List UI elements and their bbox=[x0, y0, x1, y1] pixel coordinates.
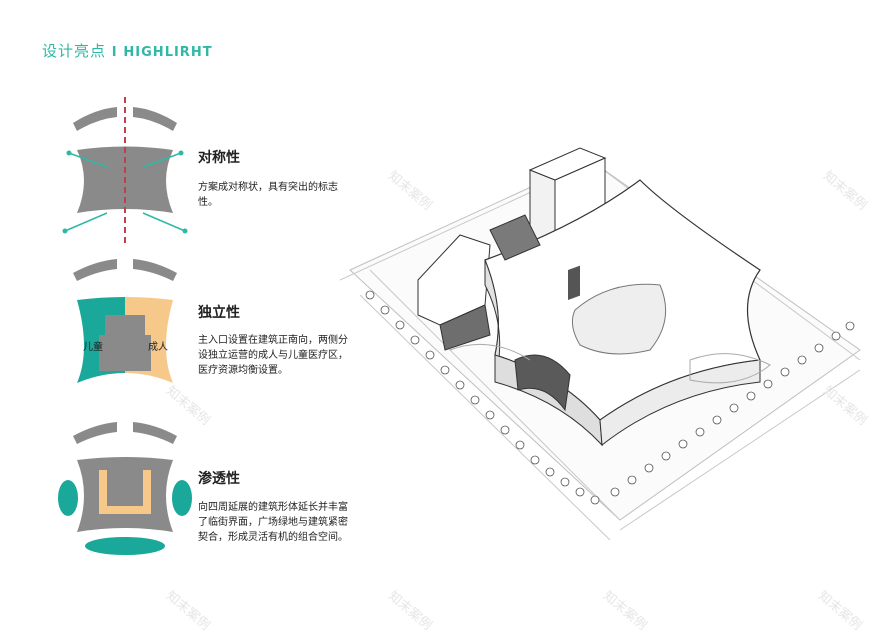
page-header: 设计亮点 I HIGHLIRHT bbox=[42, 40, 213, 61]
section-2-body: 主入口设置在建筑正南向，两侧分设独立运营的成人与儿童医疗区，医疗资源均衡设置。 bbox=[198, 335, 348, 376]
bottom-plaza bbox=[85, 537, 165, 555]
permeable-core bbox=[77, 457, 173, 532]
right-green bbox=[172, 480, 192, 516]
watermark-7: 知末案例 bbox=[599, 588, 650, 634]
section-2-title: 独立性 bbox=[198, 305, 240, 321]
permeability-diagram bbox=[58, 422, 192, 555]
header-highlight: HIGHLIRHT bbox=[123, 45, 213, 60]
tree-row-right bbox=[610, 321, 855, 497]
arrow-head-ul bbox=[66, 150, 72, 156]
street-lower bbox=[359, 294, 861, 541]
top-arc-left bbox=[73, 259, 117, 281]
independence-diagram: 儿童 成人 bbox=[73, 259, 177, 383]
top-arc-right bbox=[133, 259, 177, 281]
arrow-ul bbox=[68, 152, 108, 168]
left-wing-shadow bbox=[439, 304, 491, 351]
plaza-ring-right bbox=[689, 353, 771, 384]
north-court-shadow bbox=[489, 214, 541, 261]
section-3-body: 向四周延展的建筑形体延长并丰富了临街界面，广场绿地与建筑紧密契合，形成灵活有机的… bbox=[198, 502, 348, 543]
section-1-title: 对称性 bbox=[198, 150, 240, 166]
tower-top bbox=[528, 147, 607, 181]
adult-label: 成人 bbox=[148, 341, 168, 353]
children-label: 儿童 bbox=[83, 340, 103, 353]
symmetry-diagram bbox=[62, 97, 188, 245]
left-green bbox=[58, 480, 78, 516]
section-1-body: 方案成对称状，具有突出的标志性。 bbox=[198, 182, 338, 208]
header-title: 设计亮点 bbox=[42, 42, 107, 60]
main-right-facade bbox=[599, 359, 761, 446]
central-skylight bbox=[571, 283, 667, 355]
header-separator: I bbox=[111, 45, 118, 60]
top-arc-right bbox=[133, 422, 177, 444]
entrance-cut bbox=[514, 354, 571, 412]
arrow-head-lr bbox=[182, 228, 188, 234]
axonometric-building bbox=[340, 147, 861, 541]
arrow-lr bbox=[142, 212, 186, 232]
arrow-head-ll bbox=[62, 228, 68, 234]
arrow-head-ur bbox=[178, 150, 184, 156]
section-3-title: 渗透性 bbox=[198, 471, 240, 487]
courtyard-outline bbox=[99, 470, 151, 514]
top-arc-left bbox=[73, 107, 117, 131]
arrow-ur bbox=[142, 152, 182, 168]
top-arc-left bbox=[73, 422, 117, 444]
top-arc-right bbox=[133, 107, 177, 131]
watermark-5: 知末案例 bbox=[162, 588, 213, 634]
central-core bbox=[99, 315, 151, 371]
tree-row-left bbox=[365, 290, 600, 505]
watermark-8: 知末案例 bbox=[814, 588, 865, 634]
plaza-ring-left bbox=[449, 343, 531, 361]
watermark-6: 知末案例 bbox=[384, 588, 435, 634]
arrow-ll bbox=[64, 212, 108, 232]
facade-window bbox=[568, 265, 580, 301]
